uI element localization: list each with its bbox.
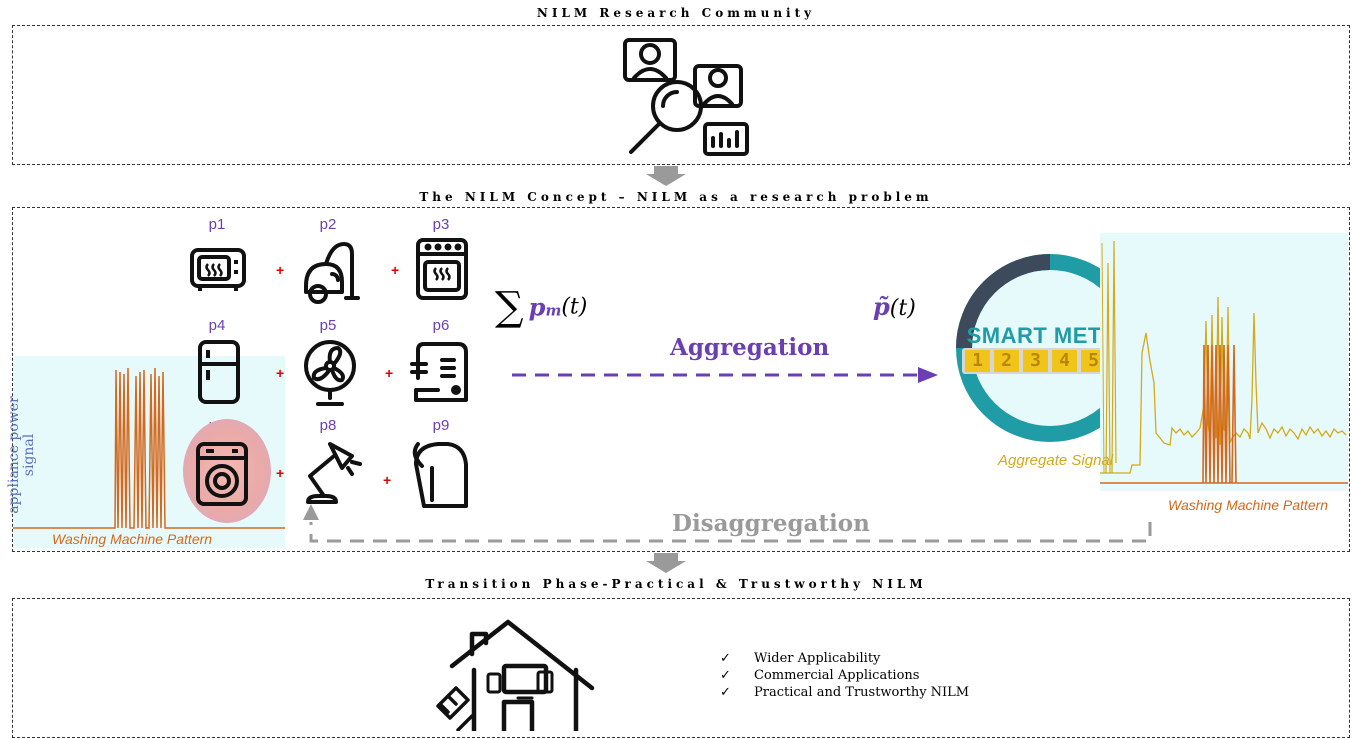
benefit-item: Commercial Applications	[720, 667, 969, 684]
benefit-item: Practical and Trustworthy NILM	[720, 684, 969, 701]
appliance-label-p5: p5	[319, 317, 337, 334]
meter-digit: 5	[1081, 350, 1106, 372]
aggregate-variable: p̃	[873, 292, 890, 321]
aggregate-argument: (t)	[889, 296, 916, 321]
down-arrow-2	[646, 553, 686, 573]
benefits-list: Wider Applicability Commercial Applicati…	[720, 650, 969, 701]
aggregation-label: Aggregation	[670, 334, 830, 361]
sum-subscript: m	[545, 301, 562, 320]
research-team-icon	[623, 38, 749, 156]
sum-variable: p	[528, 292, 546, 322]
meter-digit: 3	[1023, 350, 1048, 372]
meter-digit: 4	[1052, 350, 1077, 372]
appliance-label-p2: p2	[319, 216, 337, 233]
nilm-concept-box	[12, 207, 1350, 552]
sewing-machine-icon	[410, 342, 468, 402]
disaggregation-arrow	[303, 504, 1152, 543]
research-community-box	[12, 25, 1350, 165]
plus-sign: +	[276, 465, 285, 481]
desk-lamp-icon	[306, 442, 362, 504]
oven-icon	[416, 238, 468, 300]
kettle-icon	[412, 442, 468, 508]
meter-digit: 2	[994, 350, 1019, 372]
washing-machine-signal-line	[13, 367, 285, 529]
aggregate-signal-caption: Aggregate Signal	[998, 452, 1114, 469]
plus-sign: +	[383, 472, 392, 488]
left-signal-caption: Washing Machine Pattern	[52, 531, 213, 547]
appliance-signal-ylabel: appliance power signal	[6, 396, 37, 514]
washing-machine-icon	[196, 442, 248, 506]
smart-home-icon	[436, 619, 595, 731]
aggregation-arrow	[512, 367, 938, 383]
disaggregation-label: Disaggregation	[672, 510, 870, 537]
sum-argument: (t)	[561, 294, 588, 320]
plus-sign: +	[276, 262, 285, 278]
appliance-label-p9: p9	[432, 417, 450, 434]
microwave-icon	[190, 248, 246, 291]
vacuum-cleaner-icon	[304, 242, 360, 304]
sum-formula: ∑ pm(t)	[495, 284, 587, 330]
nilm-concept-title: The NILM Concept – NILM as a research pr…	[419, 190, 933, 204]
aggregate-signal-line	[1100, 240, 1348, 484]
fan-icon	[304, 340, 356, 406]
appliance-label-p4: p4	[208, 317, 226, 334]
sum-symbol: ∑	[495, 284, 524, 330]
meter-digit: 1	[965, 350, 990, 372]
research-community-title: NILM Research Community	[536, 6, 816, 20]
plus-sign: +	[385, 365, 394, 381]
appliance-label-p8: p8	[319, 417, 337, 434]
right-signal-caption: Washing Machine Pattern	[1168, 497, 1329, 513]
transition-phase-title: Transition Phase-Practical & Trustworthy…	[425, 577, 927, 591]
down-arrow-1	[646, 166, 686, 186]
aggregate-formula: p̃(t)	[873, 292, 916, 321]
refrigerator-icon	[198, 340, 240, 404]
transition-phase-box	[12, 598, 1350, 738]
appliance-label-p1: p1	[208, 216, 226, 233]
plus-sign: +	[276, 365, 285, 381]
benefit-item: Wider Applicability	[720, 650, 969, 667]
appliance-label-p3: p3	[432, 216, 450, 233]
plus-sign: +	[391, 262, 400, 278]
appliance-label-p6: p6	[432, 317, 450, 334]
